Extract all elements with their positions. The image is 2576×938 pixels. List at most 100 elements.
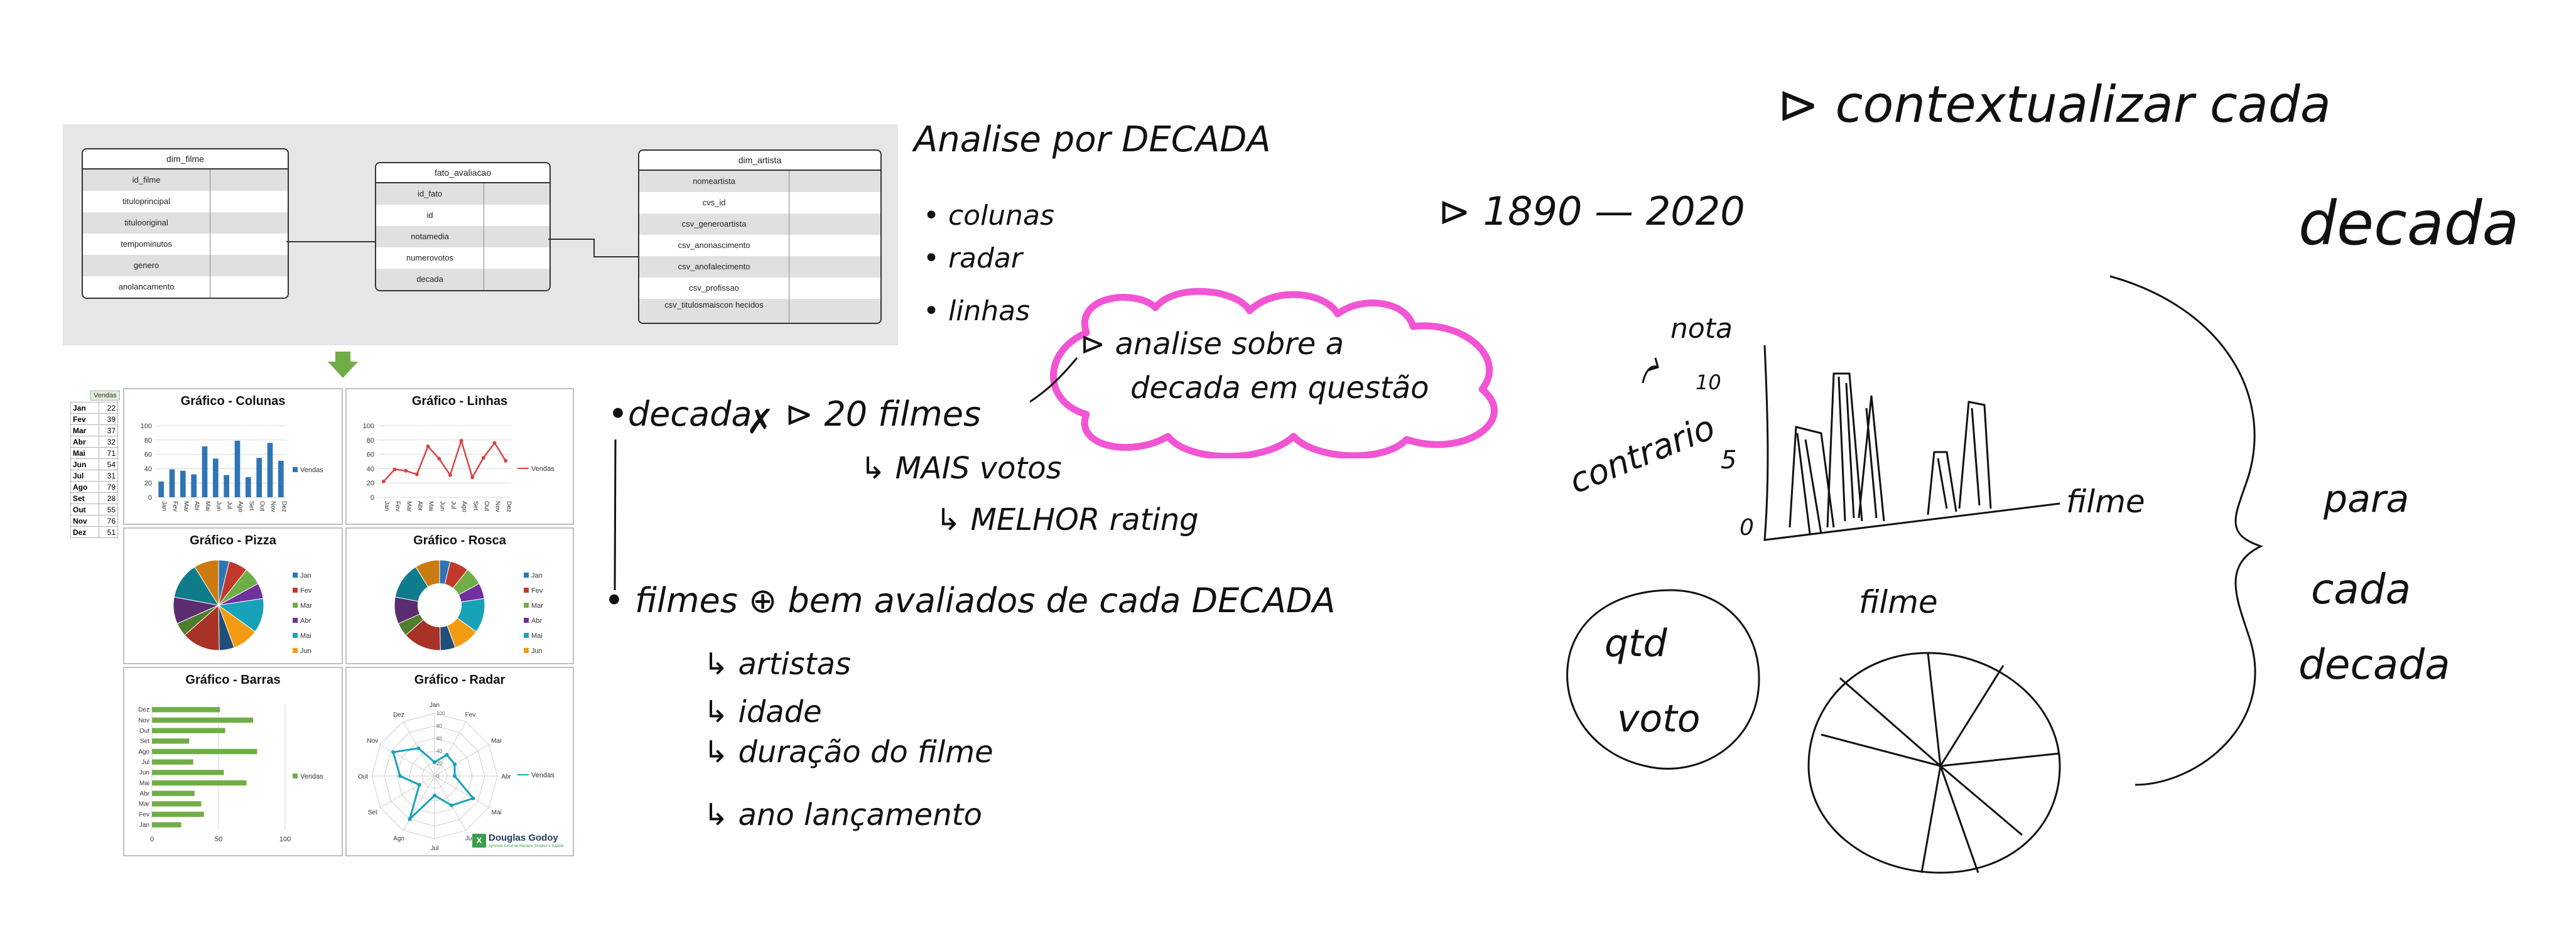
chart-title: Gráfico - Colunas <box>180 394 286 408</box>
radar-spoke <box>434 744 489 777</box>
field-name: cvs_id <box>639 192 790 213</box>
data-point <box>453 762 457 767</box>
data-point <box>391 750 396 754</box>
x-tick-label: 100 <box>279 836 291 843</box>
axis-tick: 10 <box>1696 370 1721 394</box>
note-title: Analise por DECADA <box>914 119 1271 160</box>
x-tick-label: Ago <box>461 501 468 512</box>
field-name: csv_titulosmaiscon hecidos <box>639 299 790 323</box>
x-tick-label: 0 <box>150 836 154 843</box>
field-name: numerovotos <box>376 247 485 269</box>
r-tick-label: 0 <box>436 774 440 779</box>
bar <box>267 443 273 497</box>
data-point <box>448 473 452 477</box>
bar <box>256 458 262 497</box>
excel-logo-icon: X <box>472 834 486 848</box>
note-bullet: • linhas <box>923 295 1031 327</box>
x-tick-label: Ago <box>237 501 244 512</box>
y-tick-label: 0 <box>148 494 152 502</box>
note-line: ↳ idade <box>703 694 822 730</box>
table-cell: Jul <box>70 470 99 482</box>
bar <box>152 717 254 723</box>
chart-title: Gráfico - Linhas <box>411 394 508 408</box>
table-field: csv_titulosmaiscon hecidos <box>639 299 880 323</box>
bar <box>152 822 181 827</box>
bar <box>278 460 284 497</box>
y-tick-label: 40 <box>144 465 152 473</box>
legend-label: Jun <box>531 647 543 655</box>
axis-label: nota <box>1670 313 1733 345</box>
table-cell: 51 <box>98 526 119 538</box>
x-mark-icon: ✗ <box>746 402 775 441</box>
x-tick-label: Abr <box>416 501 423 511</box>
radar-spoke <box>434 775 489 808</box>
radar-spoke <box>380 775 435 808</box>
cloud-note: ⊳ analise sobre a <box>1080 326 1344 362</box>
radar-spoke <box>380 744 435 777</box>
table-cell: Out <box>70 504 99 515</box>
y-tick-label: Dez <box>138 707 149 714</box>
table-cell: Set <box>70 492 99 504</box>
table-field: titulooriginal <box>83 212 288 234</box>
cloud-note: decada em questão <box>1130 370 1429 406</box>
legend-swatch <box>293 648 298 653</box>
axis-label: Nov <box>367 738 378 745</box>
bar <box>152 748 257 755</box>
chart-title: Gráfico - Pizza <box>190 534 276 547</box>
note-qtd: qtd <box>1605 622 1667 666</box>
field-name: id_filme <box>83 170 211 191</box>
y-tick-label: 100 <box>141 423 152 430</box>
r-tick-label: 80 <box>436 723 442 729</box>
legend-label: Mar <box>531 602 543 610</box>
y-tick-label: Jan <box>139 822 149 829</box>
legend-swatch <box>524 588 529 593</box>
legend-label: Fev <box>300 587 312 595</box>
note-range: ⊳ 1890 — 2020 <box>1438 188 1745 234</box>
field-name: id_fato <box>376 183 485 205</box>
data-point <box>437 456 441 461</box>
note-line: ↳ ano lançamento <box>703 797 982 833</box>
table-cell: Mar <box>70 424 99 436</box>
legend-label: Mar <box>300 602 312 610</box>
table-field: id <box>376 205 549 226</box>
legend-label: Vendas <box>300 466 323 474</box>
y-tick-label: 40 <box>367 465 374 473</box>
y-tick-label: Set <box>140 738 149 745</box>
x-tick-label: Nov <box>269 501 276 512</box>
bar <box>169 469 175 497</box>
table-field: anolancamento <box>83 276 288 298</box>
y-tick-label: Mar <box>139 801 150 808</box>
note-voto: voto <box>1617 697 1701 741</box>
bar <box>191 474 197 497</box>
chart-title: Gráfico - Rosca <box>413 534 506 547</box>
bar <box>158 481 164 497</box>
data-point <box>445 753 449 757</box>
chart-title: Gráfico - Radar <box>414 673 506 687</box>
note-line: • filmes ⊕ bem avaliados de cada DECADA <box>604 581 1336 620</box>
x-tick-label: Out <box>259 501 266 511</box>
table-cell: Jan <box>70 402 99 414</box>
data-point <box>470 475 475 480</box>
legend-swatch <box>293 588 298 593</box>
table-cell: 32 <box>98 436 119 448</box>
axis-label: Mai <box>492 809 502 816</box>
axis-label: Fev <box>465 711 476 718</box>
note-para: para <box>2324 477 2410 521</box>
bar <box>213 458 219 497</box>
axis-label: Dez <box>393 711 404 718</box>
data-point <box>414 472 419 477</box>
x-tick-label: Mai <box>204 501 211 511</box>
field-name: tempominutos <box>83 234 211 255</box>
legend-swatch <box>293 774 298 779</box>
